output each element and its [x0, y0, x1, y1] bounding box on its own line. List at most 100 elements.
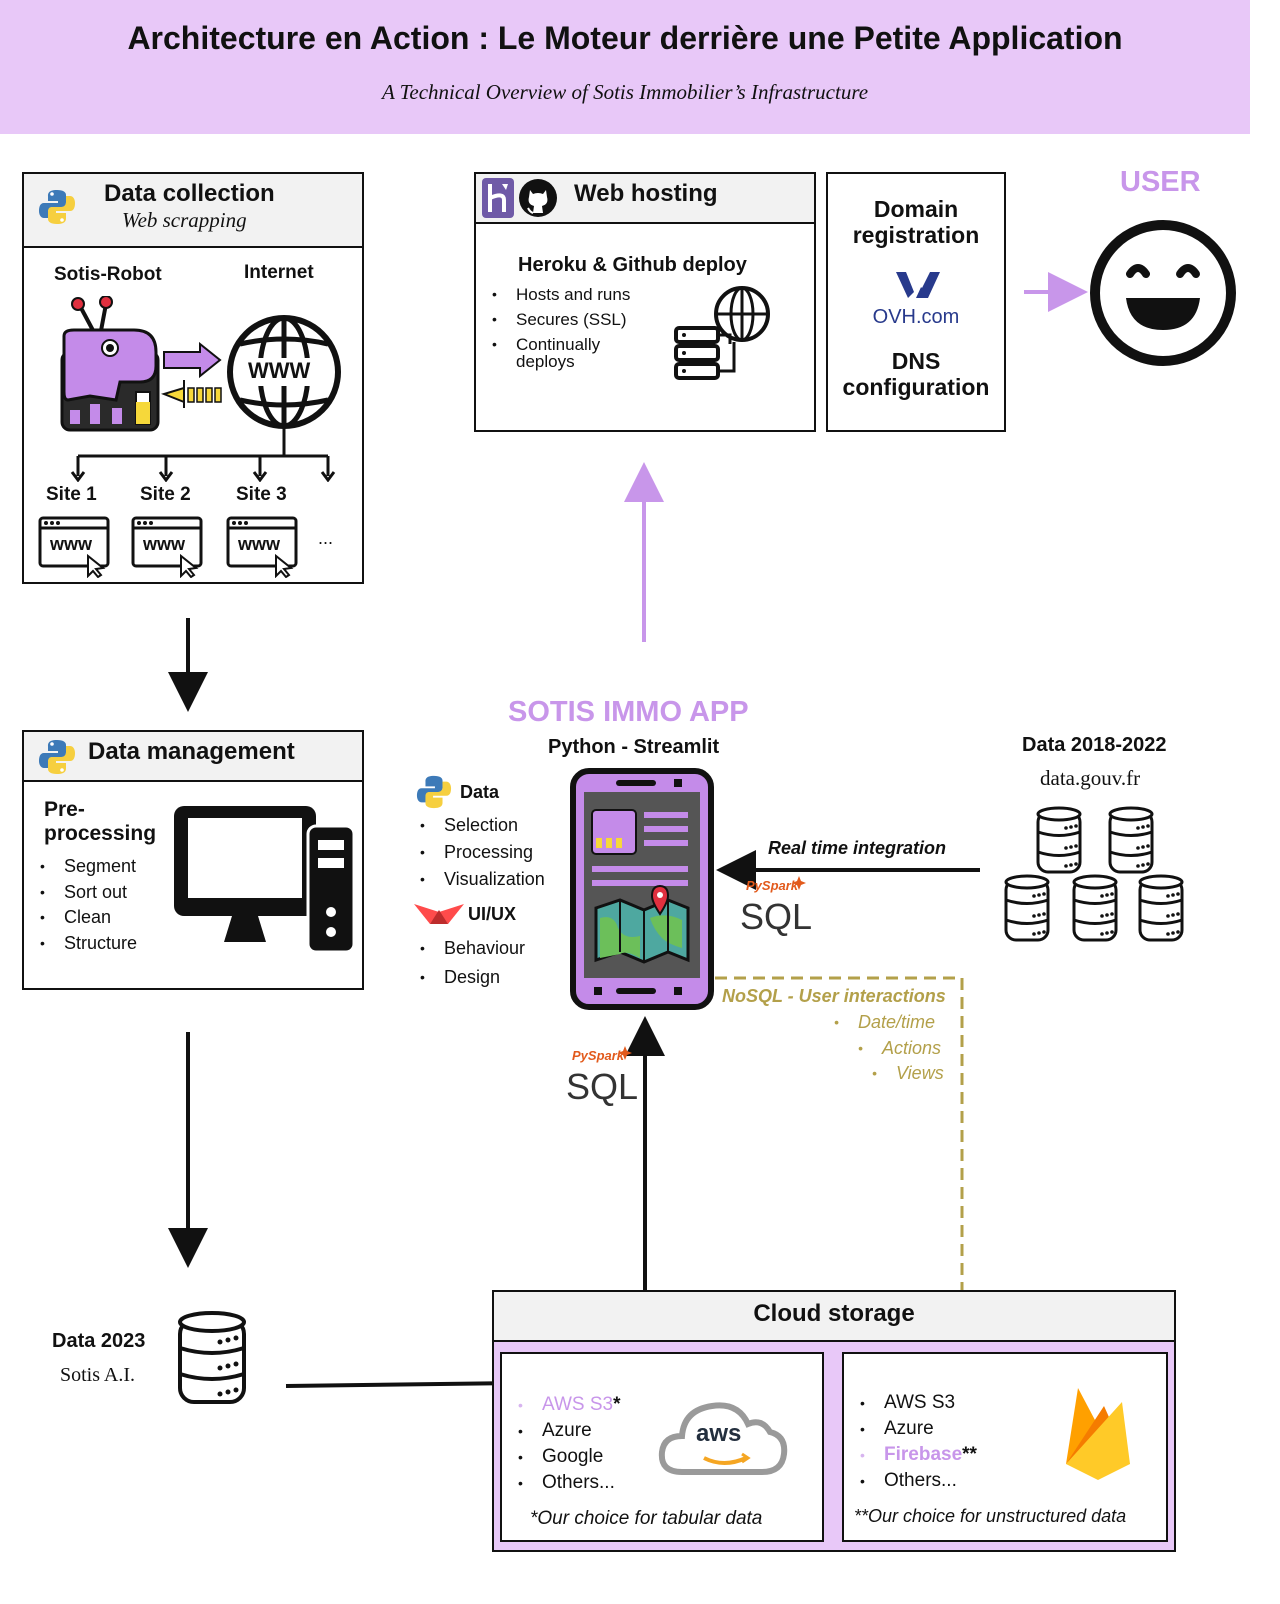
site-1-window: www: [38, 516, 110, 578]
domain-title-line2: registration: [852, 222, 980, 248]
list-item: Others...: [516, 1470, 621, 1496]
list-item: Selection: [418, 812, 545, 839]
spark-star-icon: [792, 876, 806, 890]
site-1-text: www: [50, 534, 93, 554]
app-uiux-heading: UI/UX: [468, 904, 517, 924]
page-subtitle: A Technical Overview of Sotis Immobilier…: [381, 80, 869, 104]
python-icon: [416, 775, 452, 809]
database-icon: [178, 1311, 246, 1404]
browser-window-icon: [38, 516, 110, 578]
data-2023-source: Sotis A.I.: [60, 1364, 136, 1386]
list-item: Actions: [856, 1036, 944, 1062]
data-collection-title: Data collection: [104, 180, 275, 207]
list-item: Visualization: [418, 866, 545, 893]
list-item: Structure: [38, 931, 137, 957]
firebase-label: Firebase: [884, 1444, 963, 1465]
app-data-heading: Data: [460, 782, 500, 802]
app-subtitle: Python - Streamlit: [548, 736, 720, 758]
data-2023-title: Data 2023: [52, 1330, 146, 1352]
dns-line1: DNS: [891, 348, 941, 374]
cloud-unstructured-panel: AWS S3 Azure Firebase** Others... **Our …: [842, 1352, 1168, 1542]
spark-star-icon: [618, 1046, 632, 1060]
site-1-label: Site 1: [46, 484, 97, 505]
app-data-list: Selection Processing Visualization: [418, 812, 545, 893]
list-item: Azure: [516, 1418, 621, 1444]
github-icon: [519, 179, 557, 217]
preprocessing-heading-line1: Pre-: [44, 798, 85, 821]
desktop-computer-icon: [174, 806, 356, 954]
list-item: Clean: [38, 905, 137, 931]
app-uiux-list: Behaviour Design: [418, 934, 525, 992]
list-item: Google: [516, 1444, 621, 1470]
domain-title-line1: Domain: [873, 196, 959, 222]
site-2-window: www: [131, 516, 203, 578]
database-icon: [1004, 874, 1050, 942]
heroku-icon: [482, 178, 514, 218]
sql-text: SQL: [740, 896, 813, 937]
choice-star: *: [613, 1394, 621, 1415]
pyspark-sql-logo-bottom: PySpark SQL: [566, 1046, 646, 1110]
list-item: AWS S3: [858, 1390, 977, 1416]
pyspark-sql-logo-right: PySpark SQL: [740, 876, 820, 940]
list-item: Segment: [38, 854, 137, 880]
python-icon: [39, 190, 75, 224]
list-item: Behaviour: [418, 934, 525, 963]
site-3-window: www: [226, 516, 298, 578]
database-icon: [1072, 874, 1118, 942]
user-label: USER: [1120, 166, 1201, 198]
transfer-arrows-icon: [160, 342, 222, 408]
preprocessing-list: Segment Sort out Clean Structure: [38, 854, 137, 956]
title-banner: Architecture en Action : Le Moteur derri…: [0, 0, 1250, 134]
list-item-aws-s3: AWS S3*: [516, 1392, 621, 1418]
site-tree-lines: [70, 426, 336, 482]
dns-line2: configuration: [842, 374, 990, 400]
site-3-text: www: [238, 534, 281, 554]
choice-star: **: [962, 1444, 977, 1465]
cloud-storage-title: Cloud storage: [753, 1300, 915, 1327]
list-item: Date/time: [832, 1010, 944, 1036]
nosql-list: Date/time Actions Views: [832, 1010, 944, 1087]
internet-label: Internet: [244, 262, 314, 283]
sql-text: SQL: [566, 1066, 639, 1107]
page-title: Architecture en Action : Le Moteur derri…: [127, 20, 1123, 56]
arrow-nosql-to-firebase: [715, 976, 977, 1389]
list-item: Hosts and runs: [490, 282, 630, 307]
aws-logo-text: aws: [696, 1420, 742, 1447]
web-hosting-subtitle: Heroku & Github deploy: [518, 254, 747, 276]
ovh-label: OVH.com: [872, 306, 960, 328]
external-data-source: data.gouv.fr: [1040, 766, 1141, 790]
external-data-title: Data 2018-2022: [1022, 734, 1167, 756]
tabular-note: *Our choice for tabular data: [530, 1508, 763, 1529]
globe-text: WWW: [248, 358, 311, 383]
web-hosting-title: Web hosting: [574, 180, 718, 207]
arrow-data2023-to-cloud: [285, 1363, 538, 1404]
server-globe-icon: [674, 286, 770, 380]
browser-window-icon: [131, 516, 203, 578]
list-item: Design: [418, 963, 525, 992]
list-item: Others...: [858, 1468, 977, 1494]
database-icon: [1138, 874, 1184, 942]
smiley-face-icon: [1090, 220, 1236, 366]
list-item: Sort out: [38, 880, 137, 906]
robot-icon: [60, 296, 160, 432]
list-item-firebase: Firebase**: [858, 1442, 977, 1468]
site-2-label: Site 2: [140, 484, 191, 505]
unstructured-storage-list: AWS S3 Azure Firebase** Others...: [858, 1390, 977, 1494]
ovh-logo-icon: [896, 272, 940, 298]
preprocessing-heading-line2: processing: [44, 822, 157, 845]
aws-cloud-icon: [658, 1402, 788, 1475]
app-title: SOTIS IMMO APP: [508, 696, 749, 728]
browser-window-icon: [226, 516, 298, 578]
aws-s3-label: AWS S3: [542, 1394, 614, 1415]
database-cluster-icon: [1004, 806, 1184, 942]
pyspark-brand: PySpark: [572, 1048, 625, 1063]
list-item: Processing: [418, 839, 545, 866]
tabular-storage-list: AWS S3* Azure Google Others...: [516, 1392, 621, 1496]
cloud-tabular-panel: AWS S3* Azure Google Others... aws *Our …: [500, 1352, 824, 1542]
firebase-flame-icon: [1066, 1388, 1130, 1480]
robot-label: Sotis-Robot: [54, 264, 162, 285]
list-item: Azure: [858, 1416, 977, 1442]
web-hosting-item-continued: deploys: [516, 352, 575, 371]
data-collection-subtitle: Web scrapping: [122, 208, 247, 232]
